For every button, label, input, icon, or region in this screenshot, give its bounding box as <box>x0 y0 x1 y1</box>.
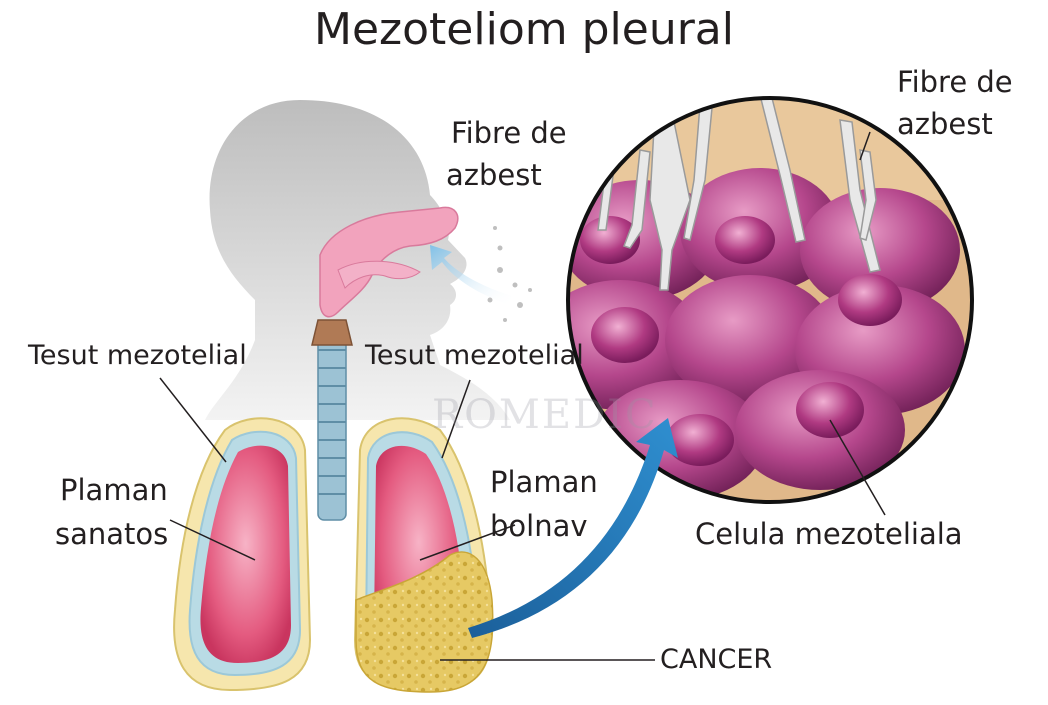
sick-lung-label-line1: Plaman <box>490 466 598 499</box>
fibers-label-right-line1: Fibre de <box>897 66 1013 99</box>
mesothelial-cell-label: Celula mezoteliala <box>695 518 963 551</box>
mesothelial-tissue-label-left: Tesut mezotelial <box>28 340 247 371</box>
watermark: ROMEDIC <box>432 392 658 438</box>
sick-lung-label-line2: bolnav <box>490 510 588 543</box>
mesothelial-tissue-label-right: Tesut mezotelial <box>365 340 584 371</box>
healthy-lung-label-line1: Plaman <box>60 474 168 507</box>
fibers-label-left-line1: Fibre de <box>451 117 567 150</box>
fibers-label-right-line2: azbest <box>897 108 993 141</box>
inhaled-fibers <box>488 226 533 322</box>
zoom-circle <box>535 90 980 510</box>
page-title: Mezoteliom pleural <box>0 4 1048 55</box>
healthy-lung-label-line2: sanatos <box>55 518 168 551</box>
cancer-label: CANCER <box>660 644 772 675</box>
sick-lung <box>355 418 493 692</box>
fibers-label-left-line2: azbest <box>446 159 542 192</box>
trachea <box>312 320 352 520</box>
